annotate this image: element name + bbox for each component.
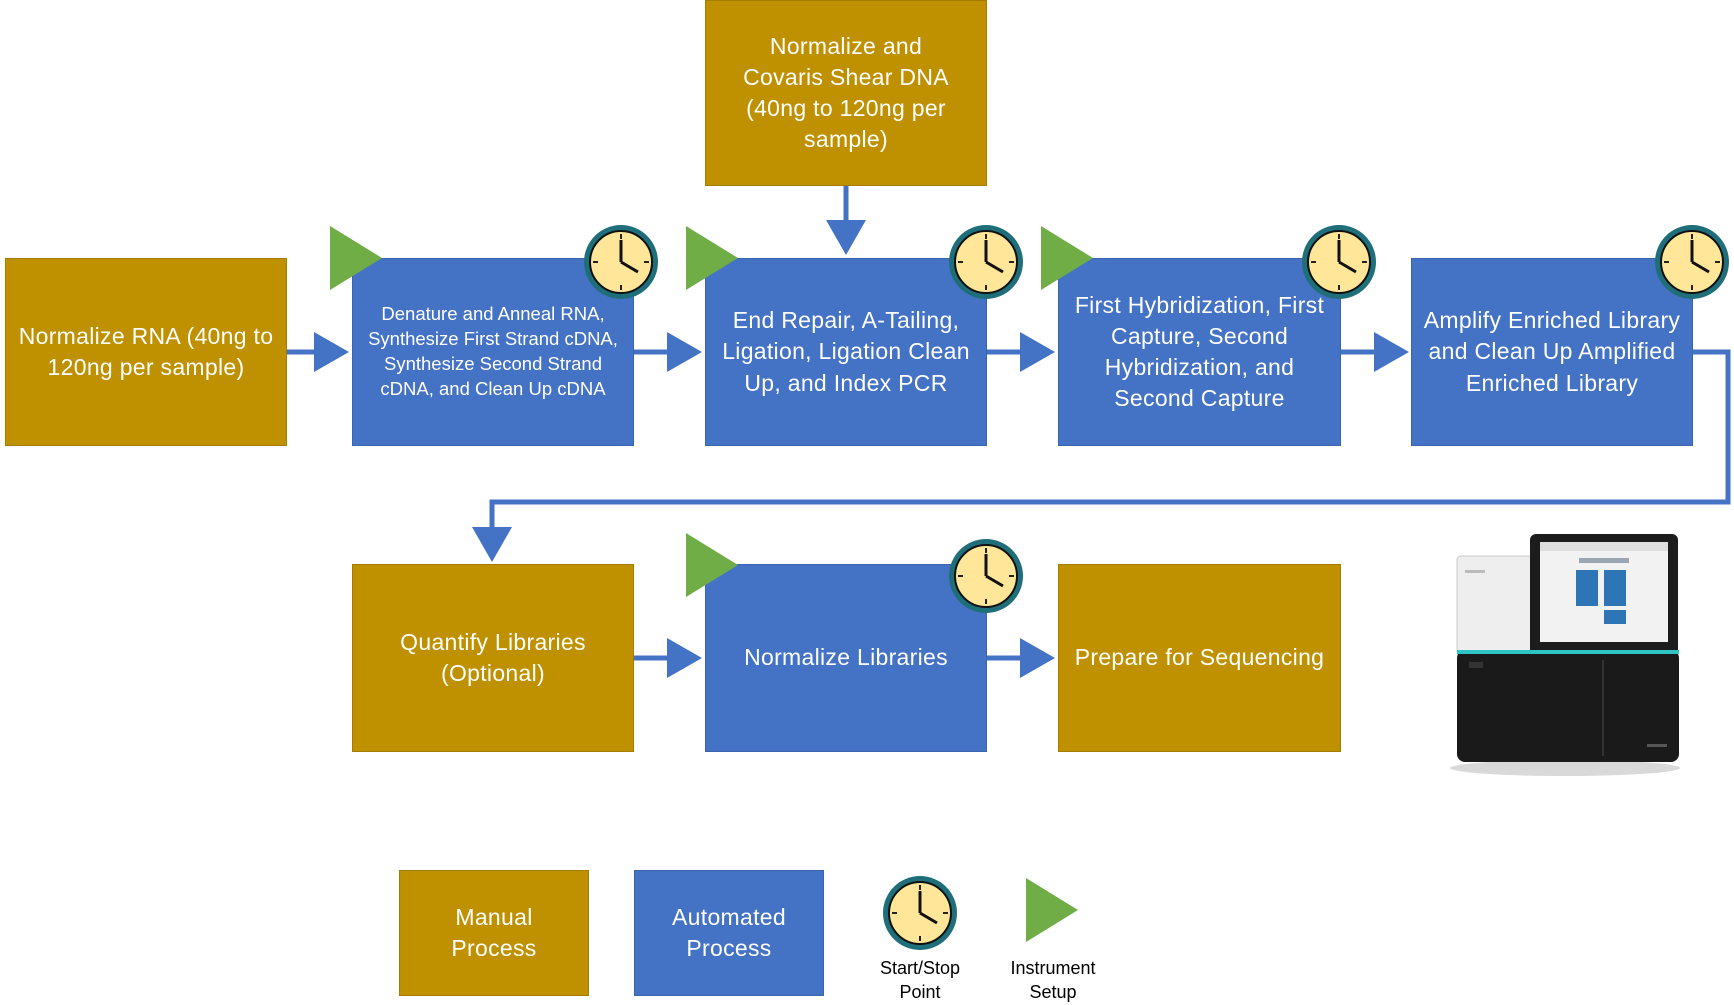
step-end-repair: End Repair, A-Tailing, Ligation, Ligatio… (705, 258, 987, 446)
step-prepare-sequencing: Prepare for Sequencing (1058, 564, 1341, 752)
step-denature-anneal-label: Denature and Anneal RNA, Synthesize Firs… (368, 303, 618, 399)
step-denature-anneal: Denature and Anneal RNA, Synthesize Firs… (352, 258, 634, 446)
step-quantify: Quantify Libraries (Optional) (352, 564, 634, 752)
step-normalize-rna: Normalize RNA (40ng to 120ng per sample) (5, 258, 287, 446)
legend-instrument-setup-label: Instrument Setup (1010, 958, 1096, 1003)
clock-icon (949, 539, 1023, 613)
step-normalize-covaris-label: Normalize and Covaris Shear DNA (40ng to… (743, 32, 949, 153)
legend-automated: Automated Process (634, 870, 824, 996)
instrument-setup-icon (686, 533, 738, 597)
step-normalize-libraries: Normalize Libraries (705, 564, 987, 752)
step-hybridization-label: First Hybridization, First Capture, Seco… (1074, 291, 1325, 412)
arrow-amplify-to-quantify (472, 349, 1731, 562)
legend-automated-label: Automated Process (672, 903, 786, 961)
instrument-setup-icon (1041, 226, 1093, 290)
step-normalize-rna-label: Normalize RNA (40ng to 120ng per sample) (18, 322, 274, 380)
clock-icon (1655, 225, 1729, 299)
legend-start-stop-label: Start/Stop Point (879, 958, 961, 1003)
step-prepare-sequencing-label: Prepare for Sequencing (1074, 644, 1325, 671)
legend-manual: Manual Process (399, 870, 589, 996)
legend-manual-label: Manual Process (451, 903, 537, 961)
step-normalize-libraries-label: Normalize Libraries (744, 644, 948, 671)
step-hybridization: First Hybridization, First Capture, Seco… (1058, 258, 1341, 446)
step-end-repair-label: End Repair, A-Tailing, Ligation, Ligatio… (722, 307, 970, 396)
clock-icon (1302, 225, 1376, 299)
legend-instrument-setup-icon (1026, 878, 1078, 942)
step-normalize-covaris: Normalize and Covaris Shear DNA (40ng to… (705, 0, 987, 186)
instrument-setup-icon (330, 226, 382, 290)
clock-icon (584, 225, 658, 299)
instrument-setup-icon (686, 226, 738, 290)
sequencer-device-icon (1450, 534, 1680, 776)
step-quantify-label: Quantify Libraries (Optional) (400, 628, 586, 686)
legend-clock-icon (883, 876, 957, 950)
clock-icon (949, 225, 1023, 299)
step-amplify-label: Amplify Enriched Library and Clean Up Am… (1423, 307, 1681, 396)
step-amplify: Amplify Enriched Library and Clean Up Am… (1411, 258, 1693, 446)
